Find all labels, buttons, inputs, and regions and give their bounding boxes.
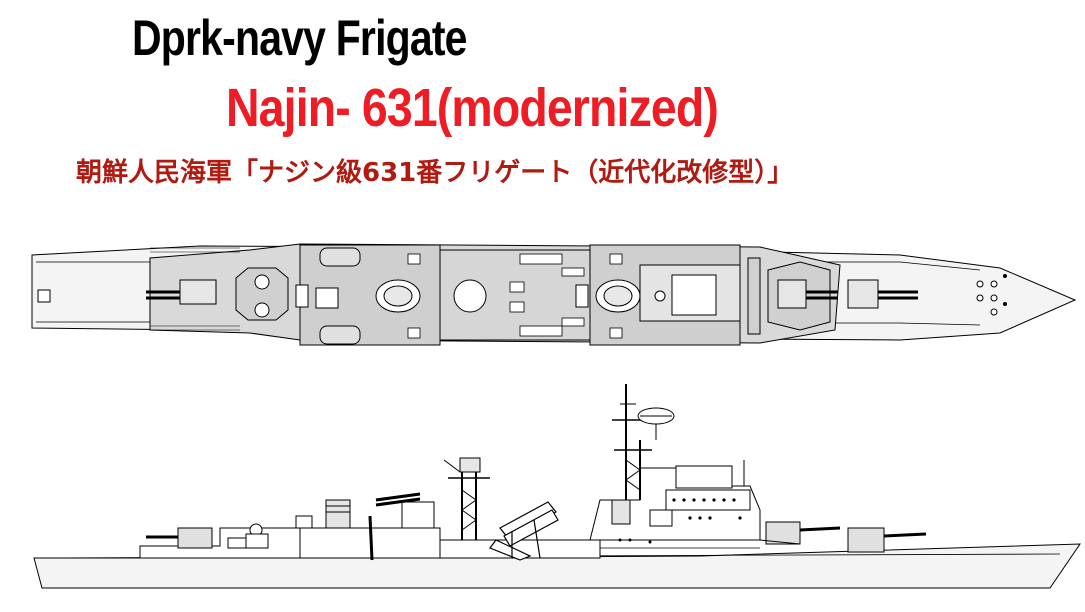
profile-aft-gun <box>177 527 213 549</box>
title-japanese: 朝鮮人民海軍「ナジン級631番フリゲート（近代化改修型）」 <box>76 158 794 188</box>
profile-fwd-gun-a <box>847 527 885 553</box>
profile-missile-launcher <box>489 501 559 561</box>
title-designation: Najin- 631(modernized) <box>226 78 719 138</box>
plan-aa-guns <box>407 253 623 339</box>
title-english: Dprk-navy Frigate <box>132 10 467 66</box>
plan-fwd-gun-a <box>847 279 879 309</box>
plan-fwd-gun-b <box>777 279 807 309</box>
plan-torpedo-tubes <box>519 253 585 337</box>
plan-aft-gun <box>179 279 217 305</box>
profile-view <box>33 384 1081 589</box>
profile-mainmast <box>443 457 490 540</box>
plan-view <box>31 243 1077 346</box>
profile-fwd-gun-b <box>765 521 801 545</box>
profile-foremast <box>612 384 745 500</box>
